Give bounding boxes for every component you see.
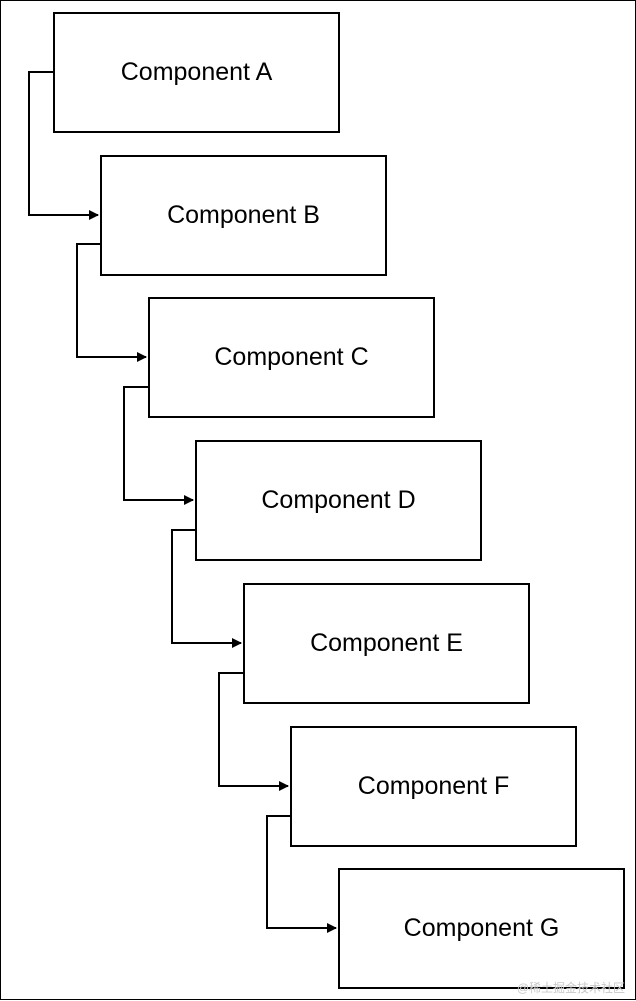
component-f-box: Component F — [290, 726, 577, 847]
edge-f-to-g — [266, 815, 337, 933]
edge-b-to-c — [76, 243, 147, 362]
component-e-label: Component E — [310, 629, 463, 657]
component-c-label: Component C — [214, 343, 369, 371]
component-f-label: Component F — [357, 772, 510, 800]
component-c-box: Component C — [148, 297, 435, 418]
component-b-label: Component B — [167, 201, 320, 229]
component-d-label: Component D — [261, 486, 416, 514]
component-a-box: Component A — [53, 12, 340, 133]
edge-d-to-e — [171, 529, 242, 648]
component-g-label: Component G — [403, 914, 560, 942]
edge-c-to-d — [123, 386, 194, 505]
component-g-box: Component G — [338, 868, 625, 989]
component-d-box: Component D — [195, 440, 482, 561]
component-b-box: Component B — [100, 155, 387, 276]
edge-a-to-b — [28, 71, 99, 220]
edge-e-to-f — [218, 672, 289, 791]
component-e-box: Component E — [243, 583, 530, 704]
watermark-text: @稀土掘金技术社区 — [516, 981, 625, 995]
component-a-label: Component A — [120, 58, 273, 86]
